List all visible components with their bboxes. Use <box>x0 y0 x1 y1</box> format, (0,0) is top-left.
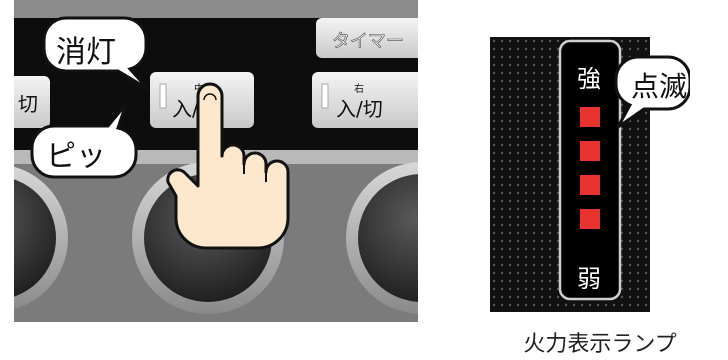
left-button-label: 切 <box>18 92 38 116</box>
bubble-blink-text: 点滅 <box>631 70 687 103</box>
lamp-indicator-2 <box>580 141 600 161</box>
heat-lamp-caption: 火力表示ランプ <box>523 332 677 357</box>
heat-lamp-svg: 強 弱 点滅 <box>490 37 692 312</box>
bubble-beep-text: ピッ <box>46 139 106 174</box>
lamp-frame <box>558 39 622 301</box>
timer-label: タイマー <box>332 31 404 52</box>
panel-top-strip <box>14 0 418 20</box>
control-panel-svg: タイマー 切 中央 入/切 右 入/切 <box>14 0 418 322</box>
bubble-beep: ピッ <box>30 103 138 179</box>
lamp-bottom-label: 弱 <box>577 265 601 293</box>
timer-button[interactable]: タイマー <box>316 18 418 58</box>
right-power-button[interactable]: 右 入/切 <box>312 72 418 128</box>
lamp-indicator-1 <box>580 107 600 127</box>
control-panel-illustration: タイマー 切 中央 入/切 右 入/切 <box>14 0 418 322</box>
right-knob[interactable] <box>346 162 418 314</box>
bubble-light-off-text: 消灯 <box>56 35 116 70</box>
heat-lamp-illustration: 強 弱 点滅 <box>490 37 692 312</box>
lamp-top-label: 強 <box>577 65 601 93</box>
pointing-hand-icon <box>166 82 290 250</box>
bubble-blink: 点滅 <box>614 55 692 129</box>
lamp-indicators <box>580 107 600 229</box>
bubble-light-off: 消灯 <box>42 16 150 91</box>
right-button-top-label: 右 <box>354 82 364 95</box>
right-button-main-label: 入/切 <box>336 97 383 121</box>
lamp-indicator-3 <box>580 175 600 195</box>
left-power-button[interactable]: 切 <box>14 76 50 128</box>
left-knob[interactable] <box>14 164 68 312</box>
lamp-indicator-4 <box>580 209 600 229</box>
